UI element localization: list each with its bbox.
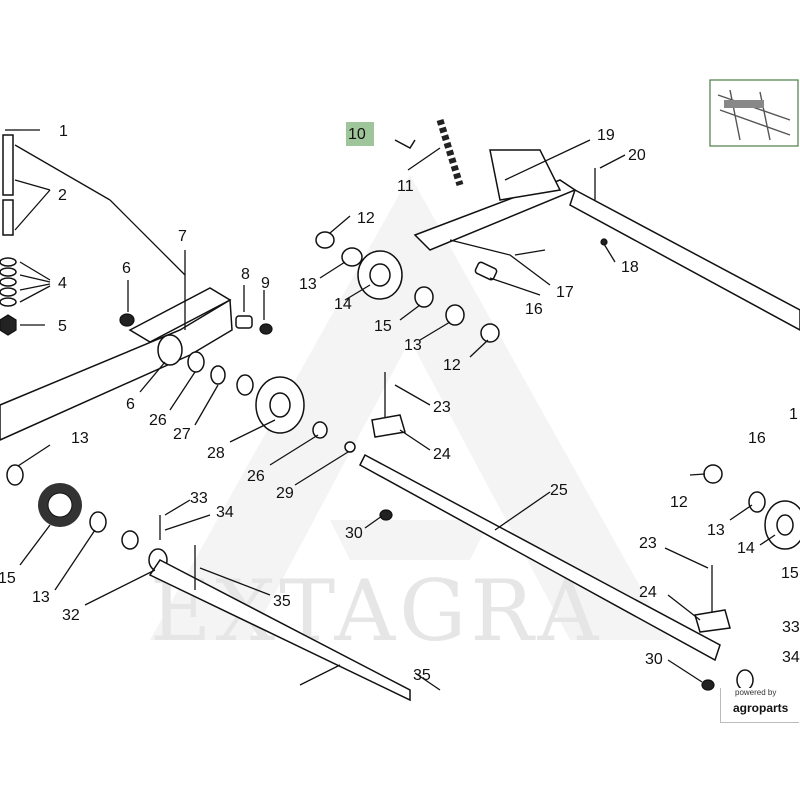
callout-25[interactable]: 25 bbox=[550, 482, 568, 499]
callout-19[interactable]: 19 bbox=[597, 127, 615, 144]
callout-34b[interactable]: 34 bbox=[782, 649, 800, 666]
callout-35[interactable]: 35 bbox=[273, 593, 291, 610]
callout-4[interactable]: 4 bbox=[58, 275, 67, 292]
callout-14b[interactable]: 14 bbox=[737, 540, 755, 557]
watermark-text: EXTAGRA bbox=[150, 562, 602, 660]
callout-12[interactable]: 12 bbox=[357, 210, 375, 227]
callout-23b[interactable]: 23 bbox=[639, 535, 657, 552]
callout-13d[interactable]: 13 bbox=[404, 337, 422, 354]
callout-27[interactable]: 27 bbox=[173, 426, 191, 443]
callout-13e[interactable]: 13 bbox=[707, 522, 725, 539]
shaft-25 bbox=[359, 372, 721, 662]
callout-34[interactable]: 34 bbox=[216, 504, 234, 521]
callout-12c[interactable]: 12 bbox=[670, 494, 688, 511]
callout-numbers: 1 2 4 5 6 7 8 9 6 26 27 28 26 29 30 13 1… bbox=[0, 123, 800, 684]
callout-17[interactable]: 17 bbox=[556, 284, 574, 301]
callout-30b[interactable]: 30 bbox=[645, 651, 663, 668]
callout-30[interactable]: 30 bbox=[345, 525, 363, 542]
badge-powered-by: powered by bbox=[735, 688, 777, 697]
callout-7[interactable]: 7 bbox=[178, 228, 187, 245]
callout-10[interactable]: 10 bbox=[348, 126, 366, 143]
callout-33[interactable]: 33 bbox=[190, 490, 208, 507]
right-assembly bbox=[694, 464, 800, 691]
leader-lines bbox=[14, 129, 776, 691]
callout-24[interactable]: 24 bbox=[433, 446, 451, 463]
callout-15c[interactable]: 15 bbox=[781, 565, 799, 582]
callout-28[interactable]: 28 bbox=[207, 445, 225, 462]
callout-15[interactable]: 15 bbox=[0, 570, 16, 587]
callout-13[interactable]: 13 bbox=[71, 430, 89, 447]
center-upper-assembly bbox=[315, 118, 800, 343]
callout-16b[interactable]: 16 bbox=[748, 430, 766, 447]
callout-11[interactable]: 11 bbox=[397, 178, 414, 195]
callout-23[interactable]: 23 bbox=[433, 399, 451, 416]
inset-thumbnail[interactable] bbox=[709, 79, 799, 147]
callout-14[interactable]: 14 bbox=[334, 296, 352, 313]
callout-13b[interactable]: 13 bbox=[32, 589, 50, 606]
callout-6b[interactable]: 6 bbox=[126, 396, 135, 413]
callout-32[interactable]: 32 bbox=[62, 607, 80, 624]
callout-8[interactable]: 8 bbox=[241, 266, 250, 283]
callout-33b[interactable]: 33 bbox=[782, 619, 800, 636]
callout-29[interactable]: 29 bbox=[276, 485, 294, 502]
badge-brand: agroparts bbox=[733, 701, 789, 715]
callout-5[interactable]: 5 bbox=[58, 318, 67, 335]
callout-26[interactable]: 26 bbox=[149, 412, 167, 429]
callout-20[interactable]: 20 bbox=[628, 147, 646, 164]
callout-24b[interactable]: 24 bbox=[639, 584, 657, 601]
agroparts-badge[interactable]: powered by agroparts bbox=[720, 688, 799, 723]
highlight-callout-10[interactable] bbox=[346, 122, 374, 146]
watermark-logo: EXTAGRA bbox=[150, 175, 670, 660]
shaft-35 bbox=[148, 515, 411, 702]
callout-12b[interactable]: 12 bbox=[443, 357, 461, 374]
callout-15b[interactable]: 15 bbox=[374, 318, 392, 335]
callout-13c[interactable]: 13 bbox=[299, 276, 317, 293]
callout-35b[interactable]: 35 bbox=[413, 667, 431, 684]
callout-26b[interactable]: 26 bbox=[247, 468, 265, 485]
callout-1b[interactable]: 1 bbox=[789, 406, 798, 423]
callout-9[interactable]: 9 bbox=[261, 275, 270, 292]
callout-16[interactable]: 16 bbox=[525, 301, 543, 318]
callout-6[interactable]: 6 bbox=[122, 260, 131, 277]
callout-18[interactable]: 18 bbox=[621, 259, 639, 276]
callout-1[interactable]: 1 bbox=[59, 123, 68, 140]
left-arm-assembly bbox=[0, 129, 356, 572]
callout-2[interactable]: 2 bbox=[58, 187, 67, 204]
